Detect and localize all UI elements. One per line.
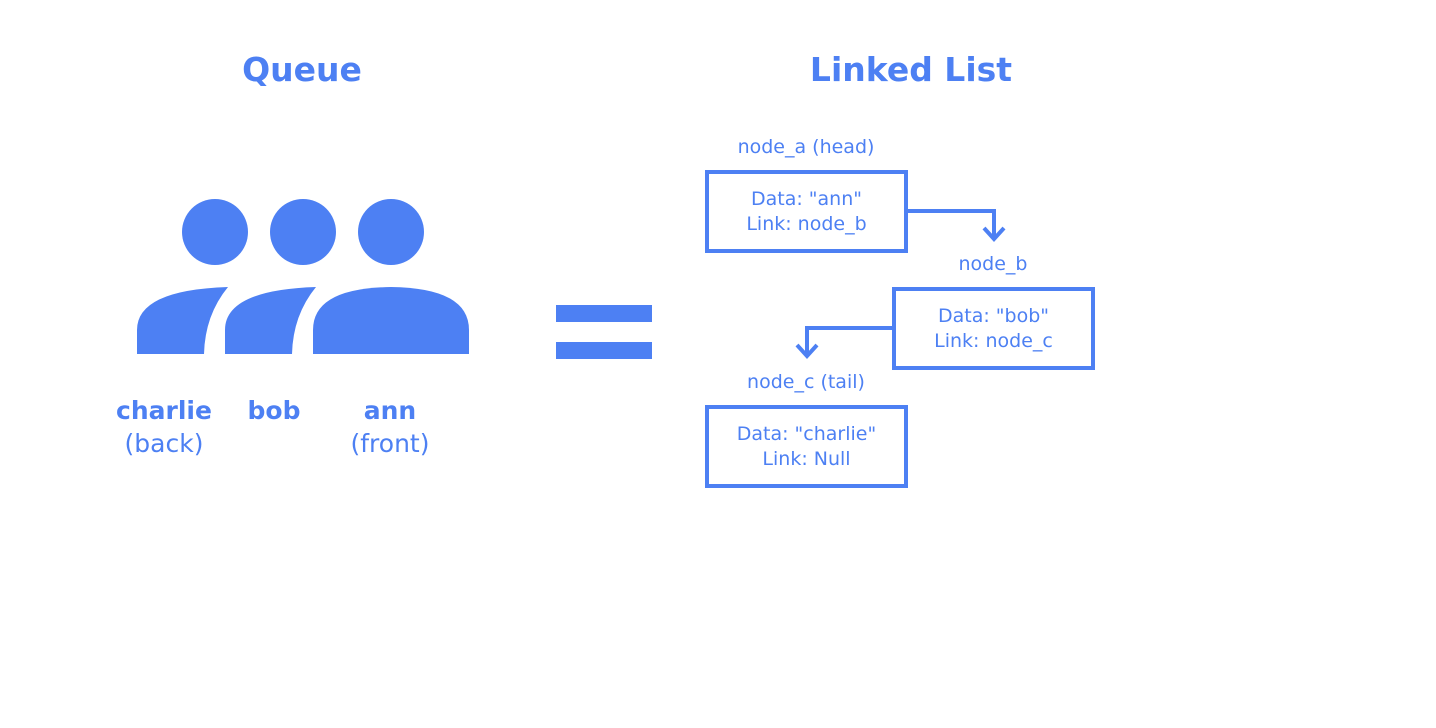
node-label-c: node_c (tail) [747, 371, 865, 393]
linked-list-title: Linked List [809, 50, 1013, 89]
node-box-c: Data: "charlie" Link: Null [705, 405, 908, 488]
person-role: (front) [350, 429, 430, 458]
link-arrow-a-to-b [906, 209, 1006, 242]
node-link: Link: node_c [934, 329, 1053, 352]
node-box-a: Data: "ann" Link: node_b [705, 170, 908, 253]
node-data: Data: "charlie" [736, 422, 877, 445]
person-name: charlie [116, 396, 212, 425]
person-label-charlie: charlie (back) [104, 394, 224, 460]
link-arrow-b-to-c [795, 326, 893, 359]
node-link: Link: node_b [746, 212, 867, 235]
equals-icon [556, 305, 652, 359]
queue-title: Queue [242, 50, 362, 89]
person-icon-charlie [137, 199, 248, 354]
node-label-b: node_b [958, 253, 1028, 275]
node-data: Data: "ann" [750, 187, 862, 210]
node-data: Data: "bob" [937, 304, 1050, 327]
person-name: ann [363, 396, 417, 425]
person-label-ann: ann (front) [330, 394, 450, 460]
person-icon-bob [225, 199, 336, 354]
node-link: Link: Null [762, 447, 851, 470]
person-role: (back) [124, 429, 204, 458]
person-label-bob: bob [224, 394, 324, 427]
person-icon-ann [313, 199, 469, 354]
node-label-a: node_a (head) [737, 136, 875, 158]
node-box-b: Data: "bob" Link: node_c [892, 287, 1095, 370]
person-name: bob [247, 396, 301, 425]
